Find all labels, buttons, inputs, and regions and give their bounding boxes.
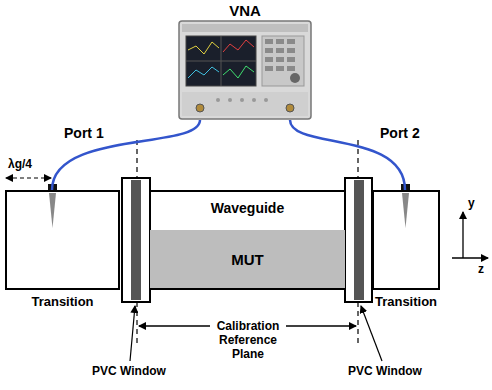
axis <box>462 212 463 258</box>
leader-line <box>130 306 135 361</box>
dimension-arrow <box>139 325 210 326</box>
node-label: MUT <box>231 251 264 268</box>
transition-box: Transition <box>372 190 440 290</box>
pvc-window <box>131 180 141 300</box>
probe <box>402 193 409 228</box>
pvc-window <box>354 180 364 300</box>
transition-box: Transition <box>5 190 120 290</box>
node-label: VNA <box>229 2 261 19</box>
flange <box>345 178 372 302</box>
axis-label: z <box>478 262 484 276</box>
dimension-arrow <box>286 325 356 326</box>
probe <box>49 193 56 228</box>
port-label: Port 2 <box>378 125 422 141</box>
annotation: PVC Window <box>92 364 166 378</box>
annotation: PVC Window <box>348 364 422 378</box>
port-label: Port 1 <box>62 125 106 141</box>
node-label: Waveguide <box>211 200 284 216</box>
axis <box>452 257 488 258</box>
dimension-arrow <box>6 177 51 178</box>
flange <box>122 178 150 302</box>
annotation: λg/4 <box>8 157 32 171</box>
node-label: Transition <box>375 294 437 309</box>
node-label: Transition <box>31 294 93 309</box>
leader-line <box>361 306 382 361</box>
coax-cable <box>52 120 200 190</box>
mut-block: MUT <box>150 230 345 288</box>
axis-label: y <box>468 196 475 210</box>
instrument: VNA <box>178 2 312 120</box>
vna-instrument <box>178 20 312 120</box>
waveguide-box: WaveguideMUT <box>150 190 345 290</box>
annotation: Calibration Reference Plane <box>210 319 286 361</box>
